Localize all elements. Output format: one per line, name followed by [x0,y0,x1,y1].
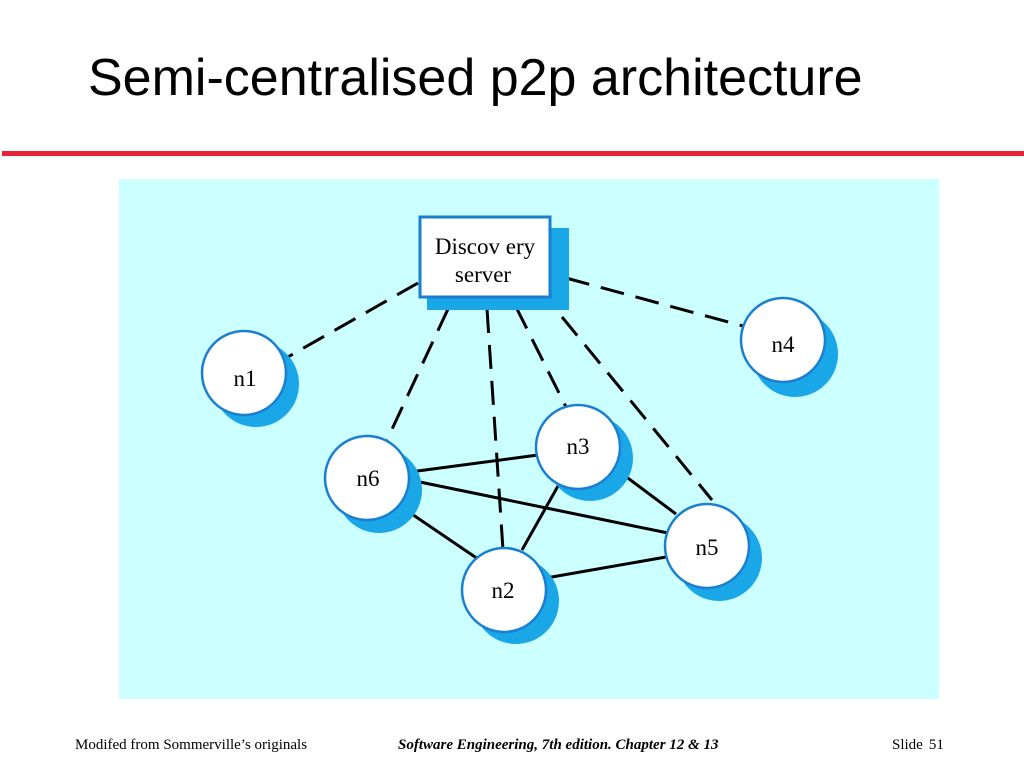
footer-book-title: Software Engineering, 7th edition. Chapt… [398,737,719,753]
slide-title: Semi-centralised p2p architecture [88,49,863,107]
node-n2: n2 [460,546,559,644]
server-link-n4 [565,276,744,328]
node-circle [200,329,288,417]
discovery-server: Discov ery server [418,215,569,310]
node-n6: n6 [323,434,422,533]
server-link-n3 [514,306,568,408]
footer-credit: Modifed from Sommerville’s originals [75,737,308,753]
node-label: n1 [234,366,257,391]
server-link-n6 [385,308,450,441]
node-label: n4 [772,332,796,357]
discovery-server-label-line1: Discov ery [435,234,536,259]
discovery-server-label-line2: server [455,262,512,287]
node-n3: n3 [534,403,633,501]
node-circle [739,296,827,384]
discovery-server-box [418,215,552,299]
node-circle [460,546,548,634]
node-circle [323,434,411,522]
node-label: n5 [696,535,719,560]
server-link-n5 [560,316,714,501]
footer-slide-number: Slide 51 [892,738,950,753]
slide-number: 51 [928,737,944,753]
node-circle [534,403,622,491]
slide-label: Slide [892,737,923,753]
server-links [285,276,744,551]
node-n1: n1 [200,329,299,427]
node-label: n3 [567,434,590,459]
node-n4: n4 [739,296,838,397]
peer-link-n3-n2 [520,485,560,551]
node-label: n2 [492,578,515,603]
node-circle [663,502,751,590]
node-label: n6 [357,466,380,491]
server-link-n1 [285,281,419,360]
server-link-n2 [485,308,505,551]
node-n5: n5 [663,502,762,601]
peer-link-n2-n5 [545,555,667,580]
peer-link-n6-n3 [409,453,539,474]
peer-link-n6-n5 [409,478,669,535]
title-rule [2,151,1024,156]
